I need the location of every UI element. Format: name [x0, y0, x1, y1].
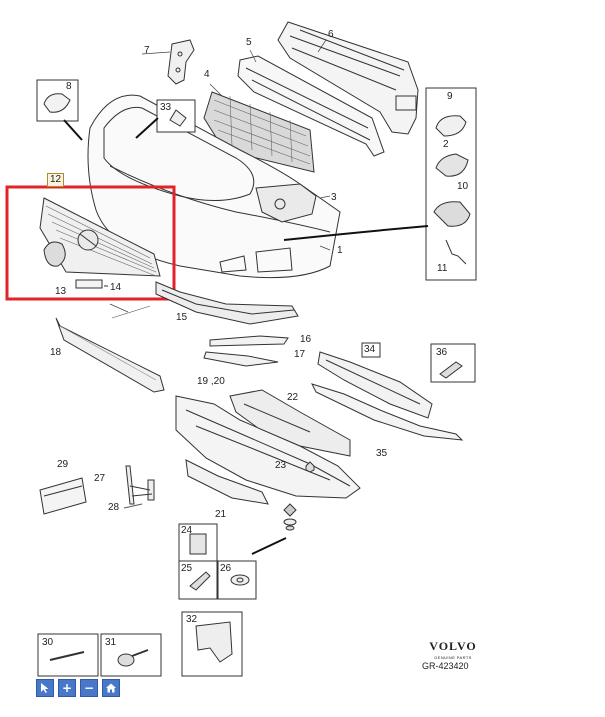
bumper-cover	[87, 94, 341, 279]
callout-5: 5	[246, 37, 252, 48]
part-33-clip	[156, 99, 196, 133]
leader-18	[111, 305, 151, 319]
part-36-box	[430, 343, 476, 383]
callout-26: 26	[220, 563, 232, 574]
part-21-lip	[185, 459, 269, 505]
highlight-frame	[5, 185, 176, 301]
callout-21: 21	[215, 509, 227, 520]
leader-lines	[63, 117, 429, 555]
part-27-bracket	[125, 465, 155, 505]
callout-9: 9	[447, 91, 453, 102]
callout-34: 34	[364, 344, 376, 355]
part-15-lower-strip	[155, 281, 299, 325]
callout-22: 22	[287, 392, 299, 403]
callout-4: 4	[204, 69, 210, 80]
parts-9-11-group	[425, 87, 477, 281]
part-7-bracket	[167, 39, 195, 85]
part-29-plate	[39, 477, 87, 515]
part-31-box	[100, 633, 162, 677]
callout-14: 14	[110, 282, 122, 293]
callout-7: 7	[144, 45, 150, 56]
part-24-box	[178, 523, 218, 562]
callout-8: 8	[66, 81, 72, 92]
diagram-reference: GR-423420	[422, 661, 469, 671]
brand-block: VOLVO GENUINE PARTS	[423, 639, 483, 660]
callout-30: 30	[42, 637, 54, 648]
callout-32: 32	[186, 614, 198, 625]
cursor-icon	[41, 683, 49, 693]
callout-18: 18	[50, 347, 62, 358]
part-34-strip	[317, 351, 433, 419]
part-32-box	[181, 611, 243, 677]
part-22-undertray	[229, 389, 351, 457]
callout-16: 16	[300, 334, 312, 345]
callout-19-20: 19 ,20	[197, 376, 225, 387]
callout-24: 24	[181, 525, 193, 536]
zoom-toolbar: + −	[36, 679, 120, 697]
part-30-box	[37, 633, 99, 677]
part-8-cover-cap	[36, 79, 79, 122]
part-25-box	[178, 560, 218, 600]
part-3-fog-bracket	[255, 183, 317, 223]
zoom-in-button[interactable]: +	[58, 679, 76, 697]
part-19-20-spoiler	[175, 395, 361, 499]
callout-17: 17	[294, 349, 306, 360]
part-26-box	[217, 560, 257, 600]
callout-36: 36	[436, 347, 448, 358]
part-6-reinforcement-beam	[277, 21, 419, 135]
callout-12: 12	[47, 173, 65, 187]
callout-10: 10	[457, 181, 469, 192]
callout-35: 35	[376, 448, 388, 459]
callout-25: 25	[181, 563, 193, 574]
thin-leaders	[109, 39, 331, 313]
part-4-upper-grille	[203, 91, 315, 173]
part-5-absorber	[237, 55, 385, 157]
part-12-grille	[39, 197, 161, 277]
callout-15: 15	[176, 312, 188, 323]
brand-logo: VOLVO	[429, 639, 477, 653]
part-18-side-strip	[55, 317, 165, 393]
callout-31: 31	[105, 637, 117, 648]
part-23-screw	[305, 461, 315, 473]
callout-33: 33	[160, 102, 172, 113]
part-16-trim	[209, 335, 289, 347]
part-28-screw	[123, 503, 143, 509]
callout-23: 23	[275, 460, 287, 471]
callout-27: 27	[94, 473, 106, 484]
fasteners-stack	[283, 503, 297, 531]
home-button[interactable]	[102, 679, 120, 697]
part-13-emblem	[43, 241, 66, 267]
part-17-trim	[203, 351, 279, 367]
zoom-out-button[interactable]: −	[80, 679, 98, 697]
part-34-box	[361, 342, 381, 358]
part-14-badge	[75, 279, 108, 289]
callout-6: 6	[328, 29, 334, 40]
home-icon	[106, 683, 116, 693]
select-tool-button[interactable]	[36, 679, 54, 697]
callout-29: 29	[57, 459, 69, 470]
callout-13: 13	[55, 286, 67, 297]
callout-11: 11	[437, 263, 448, 274]
minus-icon: −	[83, 681, 95, 695]
callout-1: 1	[337, 245, 343, 256]
plus-icon: +	[61, 681, 73, 695]
callout-3: 3	[331, 192, 337, 203]
brand-subtitle: GENUINE PARTS	[434, 655, 472, 660]
part-35-strip	[311, 383, 464, 441]
callout-2: 2	[443, 139, 449, 150]
callout-28: 28	[108, 502, 120, 513]
